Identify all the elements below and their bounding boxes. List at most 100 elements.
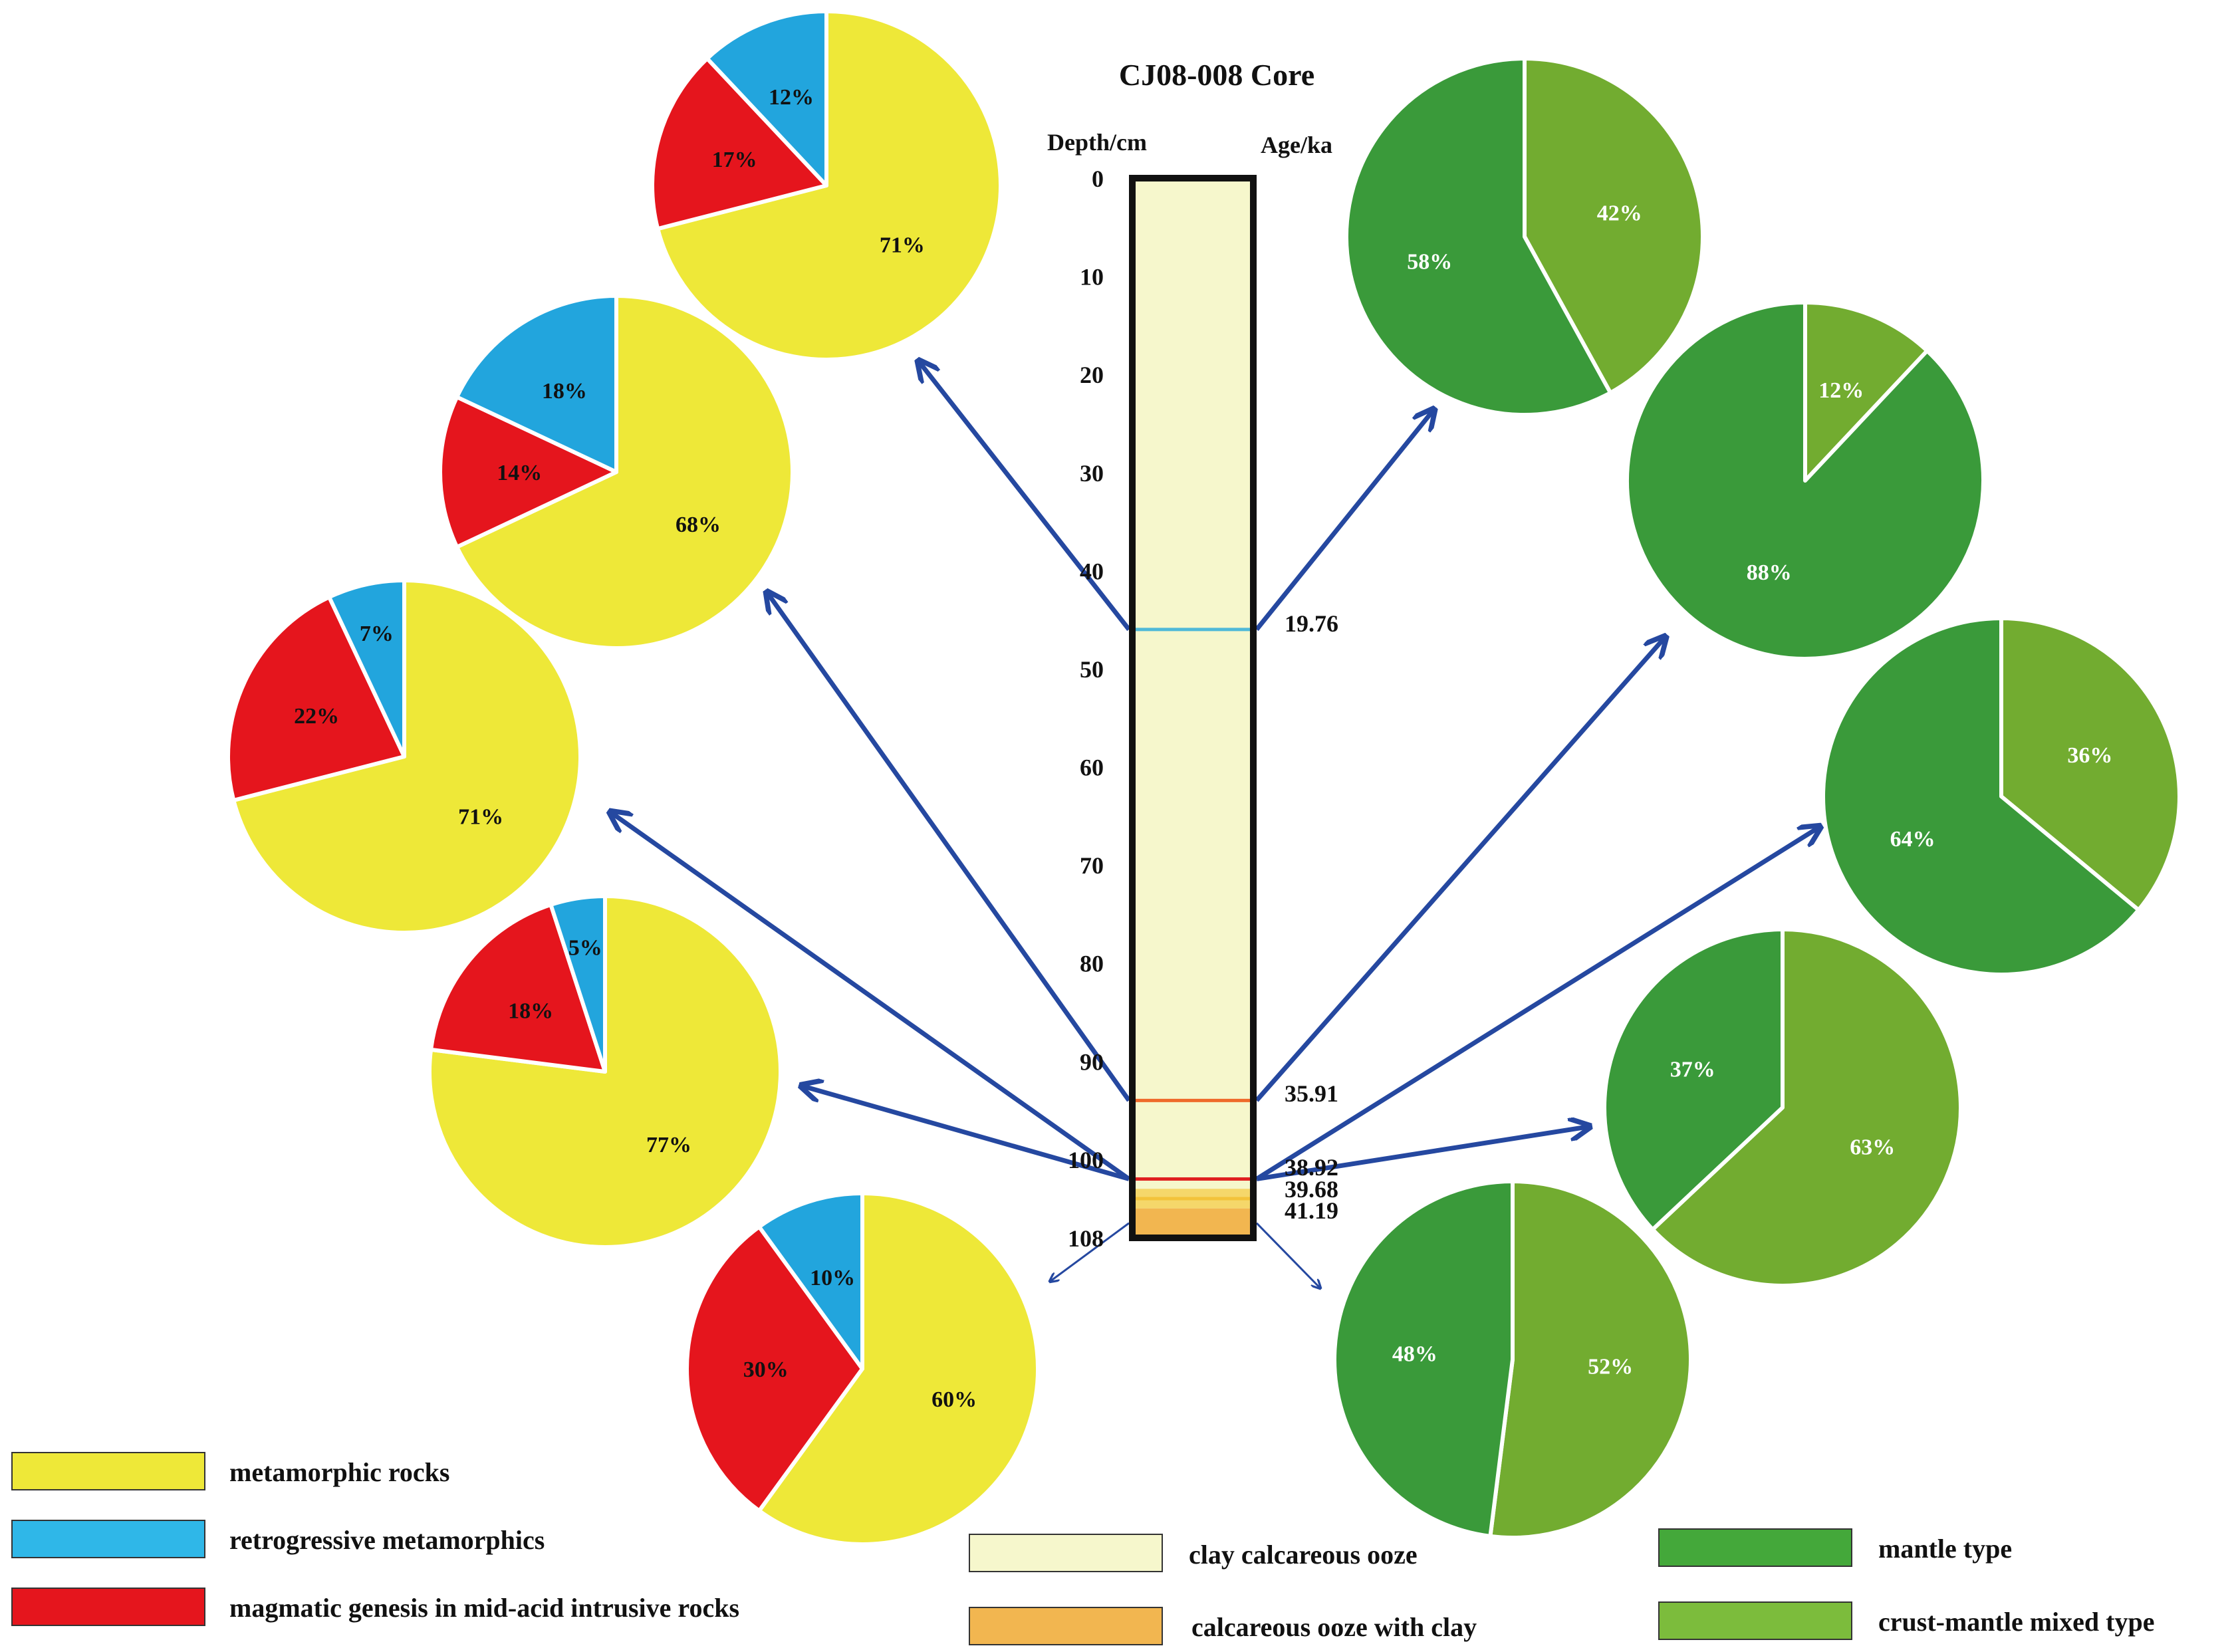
pie-data-label: 48% xyxy=(1392,1342,1437,1367)
provenance-arrow-left xyxy=(920,362,1131,632)
depth-tick-label: 90 xyxy=(1080,1048,1104,1075)
legend: metamorphic rocks retrogressive metamorp… xyxy=(11,1452,2154,1645)
depth-tick-label: 0 xyxy=(1092,166,1104,192)
pie-slice-metamorphic xyxy=(757,1191,1040,1546)
pie-slice-metamorphic xyxy=(656,9,1003,362)
depth-tick-label: 60 xyxy=(1080,755,1104,781)
provenance-arrow-left xyxy=(803,1086,1130,1181)
pie-slice-mantle xyxy=(1821,616,2141,977)
legend-label-mantle-type: mantle type xyxy=(1878,1534,2012,1564)
legend-swatch-metamorphic-rocks xyxy=(11,1452,205,1490)
pie-data-label: 30% xyxy=(743,1357,789,1382)
provenance-arrow-left xyxy=(768,594,1131,1102)
pie-slice-crust-mantle xyxy=(1803,300,1929,483)
pie-slice-metamorphic xyxy=(231,578,582,935)
legend-swatch-crust-mantle-mixed-type xyxy=(1658,1601,1852,1640)
pie-data-label: 37% xyxy=(1670,1057,1715,1082)
pie-data-label: 68% xyxy=(676,513,721,537)
depth-tick-label: 70 xyxy=(1080,852,1104,879)
provenance-pie-left-0: 71%17%12% xyxy=(650,9,1003,362)
depth-tick-label: 50 xyxy=(1080,656,1104,683)
pie-data-label: 88% xyxy=(1747,560,1792,585)
age-label: 19.76 xyxy=(1285,610,1338,637)
depth-axis-label: Depth/cm xyxy=(1047,129,1147,156)
depth-tick-label: 10 xyxy=(1080,264,1104,291)
pie-slice-magmatic xyxy=(429,902,607,1074)
pie-data-label: 18% xyxy=(542,379,587,404)
legend-label-calcareous-ooze-with-clay: calcareous ooze with clay xyxy=(1191,1612,1477,1642)
pie-slice-retrogressive xyxy=(757,1191,864,1371)
pie-data-label: 12% xyxy=(1818,378,1864,403)
pie-data-label: 58% xyxy=(1407,250,1452,275)
pie-data-label: 14% xyxy=(497,461,542,485)
pie-data-label: 36% xyxy=(2067,743,2112,768)
legend-swatch-calcareous-ooze-with-clay xyxy=(969,1607,1163,1645)
provenance-arrow-left xyxy=(1051,1222,1130,1281)
pie-data-label: 60% xyxy=(931,1387,977,1412)
legend-label-clay-calcareous-ooze: clay calcareous ooze xyxy=(1189,1540,1418,1570)
pie-charts: 71%17%12%68%14%18%71%22%7%77%18%5%60%30%… xyxy=(226,9,2181,1546)
legend-label-crust-mantle-mixed-type: crust-mantle mixed type xyxy=(1878,1607,2154,1637)
arrow-layer xyxy=(612,362,1818,1288)
pie-data-label: 64% xyxy=(1890,827,1935,852)
provenance-arrow-right xyxy=(1256,1127,1588,1181)
pie-data-label: 12% xyxy=(769,85,814,110)
type-pie-right-1: 12% 88% xyxy=(1625,300,1985,661)
pie-data-label: 10% xyxy=(810,1266,855,1290)
pie-slice-magmatic xyxy=(438,395,618,549)
pie-slice-retrogressive xyxy=(455,294,618,474)
core-outline xyxy=(1129,175,1257,1241)
provenance-arrow-left xyxy=(612,813,1131,1181)
depth-tick-label: 108 xyxy=(1068,1225,1104,1252)
legend-label-magmatic: magmatic genesis in mid-acid intrusive r… xyxy=(229,1593,739,1623)
pie-slice-mantle xyxy=(1602,927,1785,1232)
pie-slice-mantle xyxy=(1625,300,1985,661)
pie-data-label: 71% xyxy=(458,804,503,829)
pie-slice-mantle xyxy=(1344,57,1613,417)
pie-data-label: 7% xyxy=(360,622,394,646)
legend-swatch-magmatic xyxy=(11,1588,205,1626)
depth-tick-label: 80 xyxy=(1080,951,1104,977)
type-pie-right-3: 63%37% xyxy=(1602,927,1963,1288)
pie-slice-retrogressive xyxy=(705,9,828,187)
pie-slice-crust-mantle xyxy=(1999,616,2181,912)
pie-slice-crust-mantle xyxy=(1650,927,1963,1288)
legend-swatch-retrogressive-metamorphics xyxy=(11,1520,205,1558)
pie-data-label: 77% xyxy=(646,1133,691,1157)
age-label: 38.92 xyxy=(1285,1154,1338,1181)
age-label: 39.68 xyxy=(1285,1176,1338,1203)
pie-data-label: 22% xyxy=(294,704,339,729)
age-label: 41.19 xyxy=(1285,1197,1338,1224)
legend-swatch-clay-calcareous-ooze xyxy=(969,1534,1163,1572)
age-axis-label: Age/ka xyxy=(1261,132,1332,158)
chart-title: CJ08-008 Core xyxy=(1119,58,1314,92)
pie-slice-retrogressive xyxy=(549,894,607,1074)
pie-data-label: 18% xyxy=(508,999,553,1023)
pie-slice-magmatic xyxy=(650,57,828,231)
pie-slice-crust-mantle xyxy=(1488,1179,1693,1540)
provenance-arrow-right xyxy=(1255,638,1664,1102)
depth-tick-label: 100 xyxy=(1068,1147,1104,1173)
provenance-pie-left-2: 71% 22% 7% xyxy=(226,578,582,935)
pie-data-label: 17% xyxy=(712,148,757,172)
pie-slice-magmatic xyxy=(685,1225,864,1513)
provenance-pie-left-4: 60% 30% 10% xyxy=(685,1191,1040,1546)
provenance-pie-left-3: 77%18%5% xyxy=(428,894,783,1249)
pie-data-label: 52% xyxy=(1588,1354,1633,1379)
pie-slice-retrogressive xyxy=(327,578,406,759)
depth-tick-label: 20 xyxy=(1080,362,1104,388)
provenance-arrow-right xyxy=(1255,828,1818,1181)
pie-slice-metamorphic xyxy=(455,294,795,650)
provenance-pie-left-1: 68% 14% 18% xyxy=(438,294,795,650)
core-layer-2 xyxy=(1132,1208,1253,1238)
legend-swatch-mantle-type xyxy=(1658,1528,1852,1567)
pie-slice-mantle xyxy=(1332,1179,1515,1538)
core-layer-0 xyxy=(1132,178,1253,1189)
sediment-core-column xyxy=(1129,175,1257,1241)
age-label: 35.91 xyxy=(1285,1080,1338,1107)
pie-slice-crust-mantle xyxy=(1523,57,1705,395)
pie-slice-magmatic xyxy=(226,595,406,802)
